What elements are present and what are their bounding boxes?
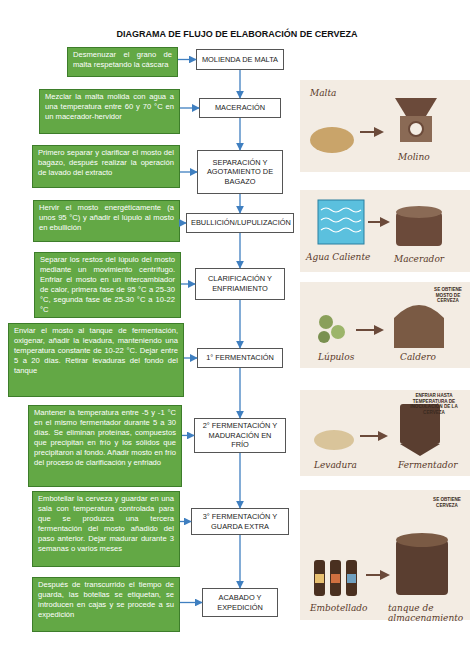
mash-tun-top — [396, 206, 442, 218]
description-box: Después de transcurrido el tiempo de gua… — [32, 577, 180, 632]
process-box: MOLIENDA DE MALTA — [196, 49, 284, 70]
node-text: Mezclar la malta molida con agua a una t… — [45, 92, 174, 122]
hop-cone — [331, 325, 345, 339]
storage-tank-top — [396, 533, 448, 547]
illustration-panel — [300, 490, 470, 620]
diagram-title: DIAGRAMA DE FLUJO DE ELABORACIÓN DE CERV… — [0, 29, 474, 39]
node-text: Mantener la temperatura entre -5 y -1 °C… — [34, 408, 176, 468]
node-text: Hervir el mosto energéticamente (a unos … — [39, 203, 174, 233]
fermenter-cone — [400, 444, 440, 456]
process-box: EBULLICIÓN/LUPULIZACIÓN — [186, 213, 294, 233]
process-box: 2° FERMENTACIÓN Y MADURACIÓN EN FRÍO — [194, 418, 286, 453]
flow-arrow — [181, 283, 195, 284]
flow-arrow — [239, 368, 240, 418]
process-box: 3° FERMENTACIÓN Y GUARDA EXTRA — [191, 508, 289, 535]
flow-arrow — [239, 194, 240, 213]
note-text: SE OBTIENE MOSTO DE CERVEZA — [428, 287, 468, 304]
description-box: Desmenuzar el grano de malta respetando … — [67, 47, 178, 77]
bottle-label — [315, 574, 324, 583]
note-text: SE OBTIENE CERVEZA — [428, 497, 466, 508]
flow-arrow — [239, 300, 240, 348]
mill-body — [400, 116, 432, 142]
illustration-label: Caldero — [400, 352, 450, 362]
node-text: Primero separar y clarificar el mosto de… — [38, 148, 174, 178]
water-waves — [321, 208, 361, 232]
mill-wheel — [409, 122, 423, 136]
flow-arrow — [239, 535, 240, 588]
flow-arrow — [180, 107, 199, 108]
illustration-label: Embotellado — [310, 603, 380, 613]
description-box: Mantener la temperatura entre -5 y -1 °C… — [28, 405, 182, 487]
node-text: MOLIENDA DE MALTA — [201, 55, 279, 65]
bottle-label — [331, 574, 340, 583]
illustration-label: Fermentador — [398, 460, 468, 470]
process-box: ACABADO Y EXPEDICIÓN — [202, 588, 278, 617]
illustration-label: Molino — [398, 152, 448, 162]
bottle-label — [347, 574, 356, 583]
note-text: ENFRIAR HASTA TEMPERATURA DE INOCULACIÓN… — [402, 393, 466, 415]
node-text: Desmenuzar el grano de malta respetando … — [73, 50, 172, 70]
bottle — [314, 560, 325, 596]
process-arrow — [360, 435, 386, 437]
flow-arrow — [180, 602, 202, 603]
node-text: MACERACIÓN — [204, 103, 276, 113]
illustration-label: Agua Caliente — [306, 252, 376, 262]
flow-arrow — [239, 70, 240, 98]
node-text: 2° FERMENTACIÓN Y MADURACIÓN EN FRÍO — [199, 421, 281, 450]
hop-cone — [319, 315, 333, 329]
hop-cone — [318, 331, 330, 343]
boil-kettle — [394, 305, 444, 348]
node-text: 3° FERMENTACIÓN Y GUARDA EXTRA — [196, 512, 284, 531]
node-text: Separar los restos del lúpulo del mosto … — [40, 255, 175, 315]
description-box: Embotellar la cerveza y guardar en una s… — [32, 491, 180, 567]
description-box: Separar los restos del lúpulo del mosto … — [34, 252, 181, 318]
illustration-label: tanque de almacenamiento — [388, 603, 470, 623]
node-text: Embotellar la cerveza y guardar en una s… — [38, 494, 174, 554]
process-box: MACERACIÓN — [199, 98, 281, 118]
description-box: Primero separar y clarificar el mosto de… — [32, 145, 180, 188]
illustration-panel — [300, 190, 470, 272]
mill-hopper — [395, 98, 437, 116]
bottle — [330, 560, 341, 596]
illustration-label: Lúpulos — [318, 352, 368, 362]
description-box: Mezclar la malta molida con agua a una t… — [39, 89, 180, 134]
illustration-label: Macerador — [394, 254, 454, 264]
node-text: EBULLICIÓN/LUPULIZACIÓN — [191, 218, 289, 228]
flow-arrow — [239, 453, 240, 508]
node-text: Enviar el mosto al tanque de fermentació… — [14, 326, 178, 376]
illustration-label: Levadura — [314, 460, 374, 470]
description-box: Enviar el mosto al tanque de fermentació… — [8, 323, 184, 397]
illustration-label: Malta — [310, 88, 350, 98]
water-box — [318, 200, 364, 244]
yeast-pile — [314, 430, 354, 450]
process-arrow — [368, 221, 388, 223]
flow-arrow — [178, 59, 196, 60]
description-box: Hervir el mosto energéticamente (a unos … — [33, 200, 180, 242]
storage-tank — [396, 540, 448, 595]
process-arrow — [366, 574, 388, 576]
illustration-panel — [300, 80, 470, 172]
flow-arrow — [180, 171, 197, 172]
node-text: SEPARACIÓN Y AGOTAMIENTO DE BAGAZO — [202, 158, 278, 187]
node-text: CLARIFICACIÓN Y ENFRIAMIENTO — [200, 274, 280, 293]
illustration-panel — [300, 390, 470, 476]
process-arrow — [356, 329, 382, 331]
process-box: CLARIFICACIÓN Y ENFRIAMIENTO — [195, 268, 285, 300]
process-box: SEPARACIÓN Y AGOTAMIENTO DE BAGAZO — [197, 150, 283, 194]
process-arrow — [360, 131, 382, 133]
node-text: Después de transcurrido el tiempo de gua… — [38, 580, 174, 620]
flow-arrow — [239, 233, 240, 268]
bottle — [346, 560, 357, 596]
illustration-panel — [300, 282, 470, 368]
flow-arrow — [184, 357, 197, 358]
flow-arrow — [182, 435, 194, 436]
node-text: 1° FERMENTACIÓN — [202, 353, 278, 363]
process-box: 1° FERMENTACIÓN — [197, 348, 283, 368]
malt-pile — [310, 127, 354, 153]
flow-arrow — [239, 118, 240, 150]
node-text: ACABADO Y EXPEDICIÓN — [207, 593, 273, 612]
flow-arrow — [180, 521, 191, 522]
